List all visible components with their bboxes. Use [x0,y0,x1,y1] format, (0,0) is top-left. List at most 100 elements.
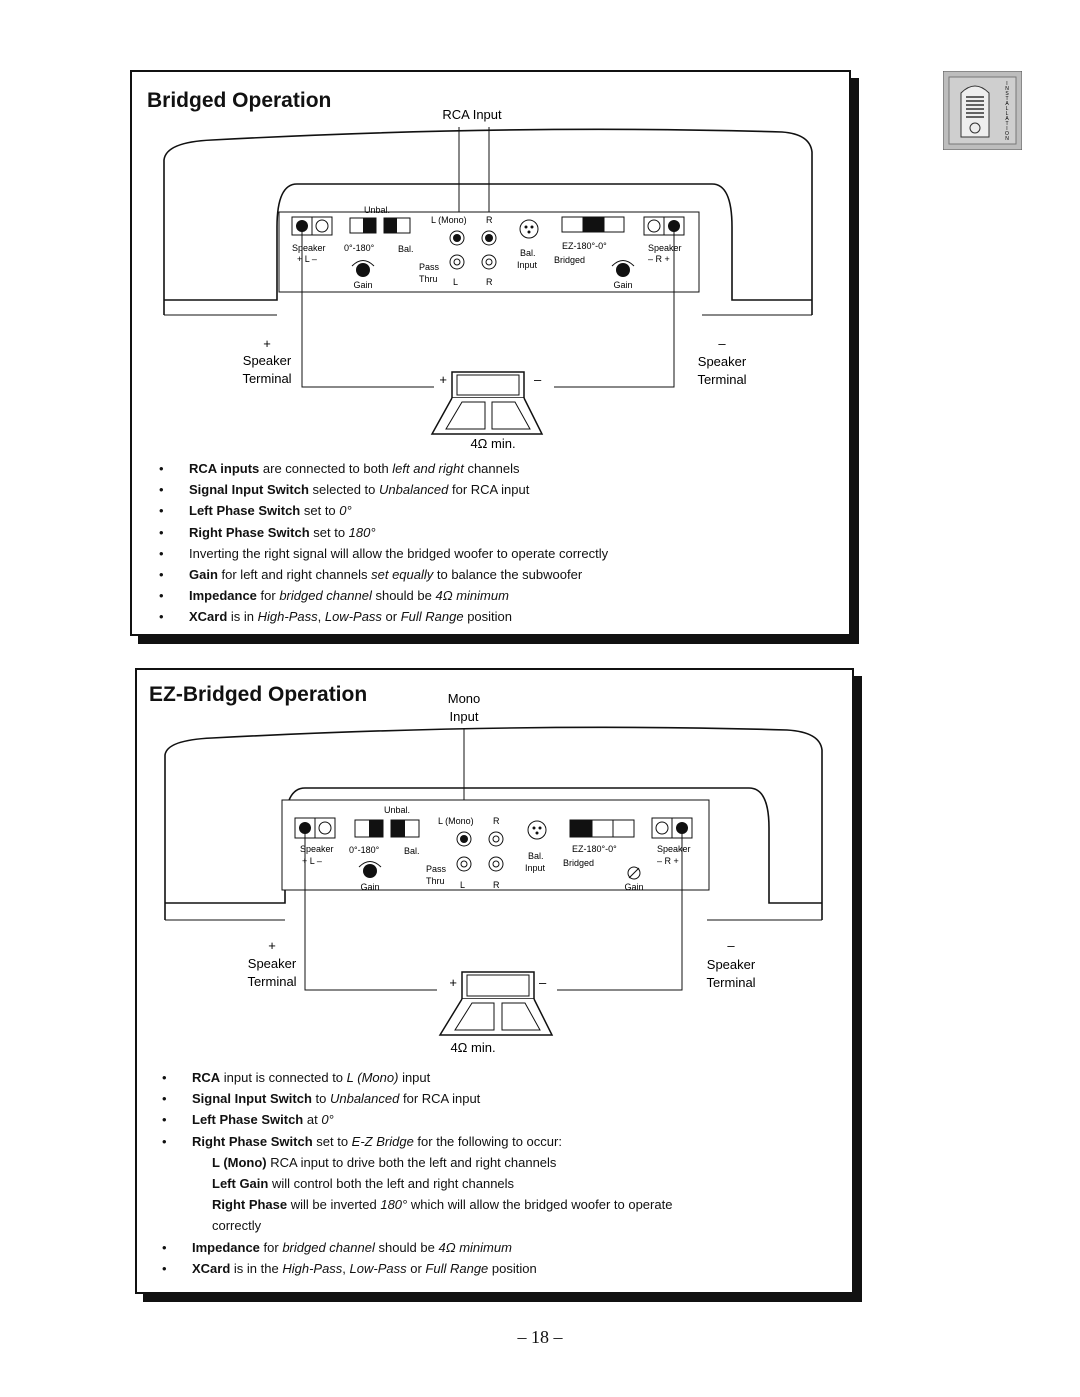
svg-text:– R +: – R + [657,856,679,866]
bal-input-connector[interactable] [527,820,547,840]
tab-letter: I [1006,126,1007,132]
bullet-text: is in [227,609,258,625]
bullet-text: Unbalanced [329,1091,400,1107]
bullet-text: for RCA input [399,1091,481,1107]
bullet-item: •Left Gain will control both the left an… [162,1173,672,1194]
svg-text:–: – [539,975,547,990]
svg-text:Input: Input [525,863,546,873]
bullet-text: Left Phase Switch [189,503,301,519]
bullet-text: bridged channel [279,588,372,604]
svg-text:Speaker: Speaker [657,844,691,854]
bullet-item: •L (Mono) RCA input to drive both the le… [162,1152,672,1173]
rca-jack-l[interactable] [453,234,461,242]
svg-text:L: L [460,880,465,890]
bullet-text: set to [300,503,340,519]
svg-text:Terminal: Terminal [706,975,755,990]
subwoofer-icon [430,371,544,435]
bal-input-connector[interactable] [519,219,539,239]
bullet-dot: • [159,567,164,583]
svg-text:Speaker: Speaker [300,844,334,854]
panel-title: EZ-Bridged Operation [149,683,368,706]
page-number: – 18 – [517,1327,563,1347]
bullet-text: Full Range [400,609,464,625]
bullet-item: •Inverting the right signal will allow t… [159,543,608,564]
bullet-item: •Left Phase Switch at 0° [162,1109,672,1130]
bullet-list: •RCA input is connected to L (Mono) inpu… [162,1067,672,1279]
rca-input-label: RCA Input [442,107,502,122]
bullet-text: should be [374,1239,439,1255]
svg-text:+ L –: + L – [297,254,317,264]
bullet-text: E-Z Bridge [351,1133,414,1149]
tab-letter: I [1006,81,1007,87]
bullet-text: Low-Pass [349,1260,407,1276]
bullet-text: High-Pass [257,609,318,625]
bridged-operation-panel: Bridged Operation RCA Input Unbal. Speak… [130,70,851,636]
bullet-text: XCard [192,1260,231,1276]
bullet-text: for the following to occur: [413,1133,562,1149]
svg-text:+: + [263,336,271,351]
bullet-text: L (Mono) [212,1154,267,1170]
rca-jack-l-mono[interactable] [460,835,468,843]
bullet-text: will control both the left and right cha… [268,1176,515,1192]
bullet-text: which will allow the bridged woofer to o… [407,1197,673,1213]
gain-knob-right[interactable] [616,263,630,277]
svg-text:Bridged: Bridged [554,255,585,265]
left-speaker-terminal-label: Speaker [248,956,297,971]
bullet-text: 180° [348,524,376,540]
bullet-text: , [317,609,325,625]
svg-text:R: R [486,215,493,225]
svg-text:+: + [439,372,447,387]
bullet-text: , [342,1260,350,1276]
svg-text:Unbal.: Unbal. [364,205,390,215]
svg-text:+: + [449,975,457,990]
bullet-item: •Left Phase Switch set to 0° [159,500,608,521]
svg-text:Pass: Pass [426,864,447,874]
svg-text:Input: Input [450,709,479,724]
tab-letter: A [1005,116,1009,122]
bullet-text: Right Phase Switch [189,524,310,540]
bullet-text: Low-Pass [324,609,382,625]
subwoofer-icon [438,971,554,1036]
bullet-text: at [303,1112,322,1128]
bullet-dot: • [162,1070,167,1085]
bullet-dot: • [162,1133,167,1149]
bullet-text: for [256,588,280,604]
bullet-text: position [488,1260,537,1276]
bullet-dot: • [159,503,164,519]
svg-text:Bal.: Bal. [520,248,536,258]
bullet-item: •correctly [162,1215,672,1236]
bridged-wiring-diagram: RCA Input Unbal. Speaker + L – 0°-180° B… [163,107,813,451]
impedance-label: 4Ω min. [450,1040,495,1055]
tab-letter: L [1006,106,1009,112]
bullet-text: for RCA input [448,482,530,498]
bullet-text: set to [309,524,349,540]
gain-knob-left[interactable] [356,263,370,277]
bullet-text: to balance the subwoofer [433,567,583,583]
svg-text:EZ-180°-0°: EZ-180°-0° [562,241,607,251]
bullet-text: 180° [380,1197,408,1213]
bullet-text: correctly [212,1218,262,1234]
rca-jack-r[interactable] [485,234,493,242]
bullet-dot: • [162,1239,167,1255]
bullet-item: •Signal Input Switch to Unbalanced for R… [162,1088,672,1109]
bullet-text: High-Pass [282,1260,343,1276]
bullet-dot: • [159,588,164,604]
rca-jack-r[interactable] [492,835,500,843]
tab-letter: A [1005,101,1009,107]
bullet-text: RCA inputs [189,461,260,476]
right-speaker-terminal-label: Speaker [707,957,756,972]
bullet-text: position [463,609,513,625]
bullet-dot: • [162,1260,167,1276]
bullet-dot: • [162,1112,167,1128]
bullet-text: bridged channel [282,1239,375,1255]
bullet-list: •RCA inputs are connected to both left a… [159,458,608,628]
bullet-dot: • [159,545,164,561]
svg-text:–: – [718,336,726,351]
bullet-text: Left Gain [212,1176,269,1192]
bullet-text: Impedance [192,1239,260,1255]
bullet-text: is in the [230,1260,283,1276]
bullet-item: •XCard is in the High-Pass, Low-Pass or … [162,1258,672,1279]
bullet-item: •Right Phase will be inverted 180° which… [162,1194,672,1215]
gain-knob-left[interactable] [363,864,377,878]
